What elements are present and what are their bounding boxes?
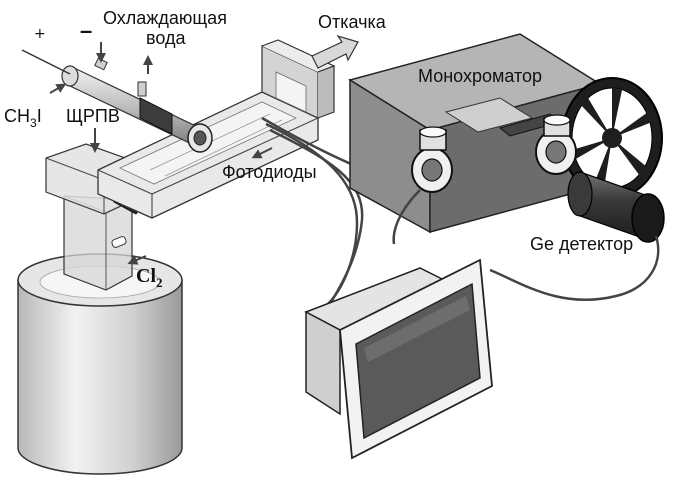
display-monitor [304, 258, 493, 460]
shchrpv-label: ЩРПВ [66, 106, 120, 126]
pumping-arrow [311, 34, 359, 69]
labels: + – Охлаждающая вода Откачка Монохромато… [4, 8, 633, 290]
monochromator-box [348, 33, 602, 234]
ge-detector [567, 171, 665, 243]
ch3i-label: CH3I [4, 106, 42, 130]
cl2-label: Cl2 [136, 265, 163, 290]
plus-sign-label: + [34, 26, 46, 42]
exit-slit [535, 114, 577, 175]
minus-sign-label: – [80, 18, 92, 43]
chopper-wheel [561, 77, 663, 199]
ge-detector-label: Ge детектор [530, 234, 633, 254]
entrance-slit [411, 126, 453, 193]
cooling-jacket-tube [21, 49, 213, 153]
flow-arrows [49, 42, 273, 265]
photodiodes-label: Фотодиоды [222, 162, 317, 182]
detector-cable [392, 189, 660, 302]
cooling-water-label-line2: вода [146, 28, 186, 48]
cooling-water-label-line1: Охлаждающая [103, 8, 227, 28]
pumping-label: Откачка [318, 12, 387, 32]
optical-chamber [97, 39, 336, 219]
monochromator-label: Монохроматор [418, 66, 542, 86]
